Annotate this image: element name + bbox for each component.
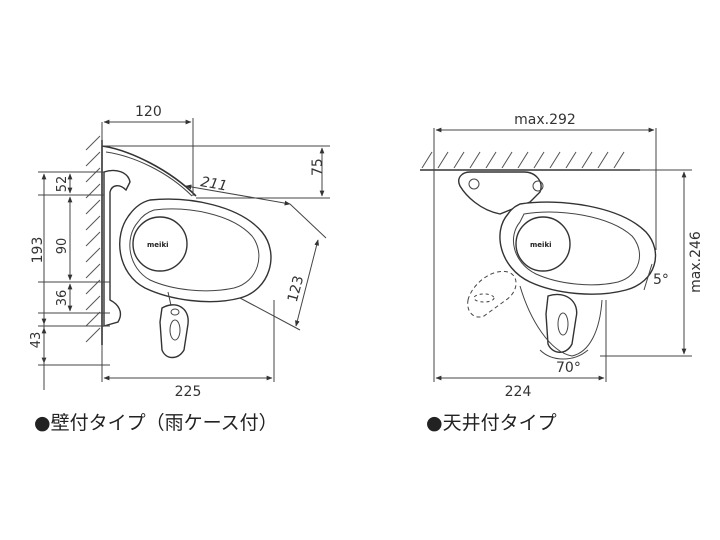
dim-wall-bottom-width: 225 [175,384,202,400]
caption-ceiling-type: ●天井付タイプ [426,412,557,434]
angle-70-degrees: 70° [556,360,581,376]
dim-wall-left-90: 90 [55,238,70,255]
ceiling-hatch [420,151,640,171]
caption-wall-type: ●壁付タイプ（雨ケース付） [34,412,278,434]
dim-wall-left-43: 43 [29,332,44,349]
wall-mount-drawing: meiki 120 75 211 193 52 [29,104,330,400]
dim-wall-right-height: 75 [310,158,326,176]
dim-wall-left-36: 36 [55,290,70,307]
ceiling-reel-body: meiki [499,201,657,295]
dim-wall-side-123: 123 [285,274,307,304]
ceiling-hose-guide [545,293,578,353]
dim-ceiling-max-height: max.246 [688,231,704,293]
ceiling-mount-drawing: meiki max.292 max.246 5° 70° 224 [420,112,704,400]
dim-wall-left-52: 52 [55,176,70,193]
swing-guide-dashed [467,270,517,318]
dim-ceiling-bottom-width: 224 [505,384,532,400]
dim-wall-left-total: 193 [30,237,46,264]
ceiling-reel-logo: meiki [530,241,552,249]
hose-guide [159,291,189,359]
wall-hatch [85,135,103,345]
wall-bracket [103,169,131,327]
dim-ceiling-max-width: max.292 [514,112,576,128]
angle-5-degrees: 5° [653,272,669,288]
dim-wall-top-width: 120 [135,104,162,120]
reel-body: meiki [119,198,272,303]
dim-wall-diag: 211 [199,174,228,194]
reel-logo: meiki [147,241,169,249]
